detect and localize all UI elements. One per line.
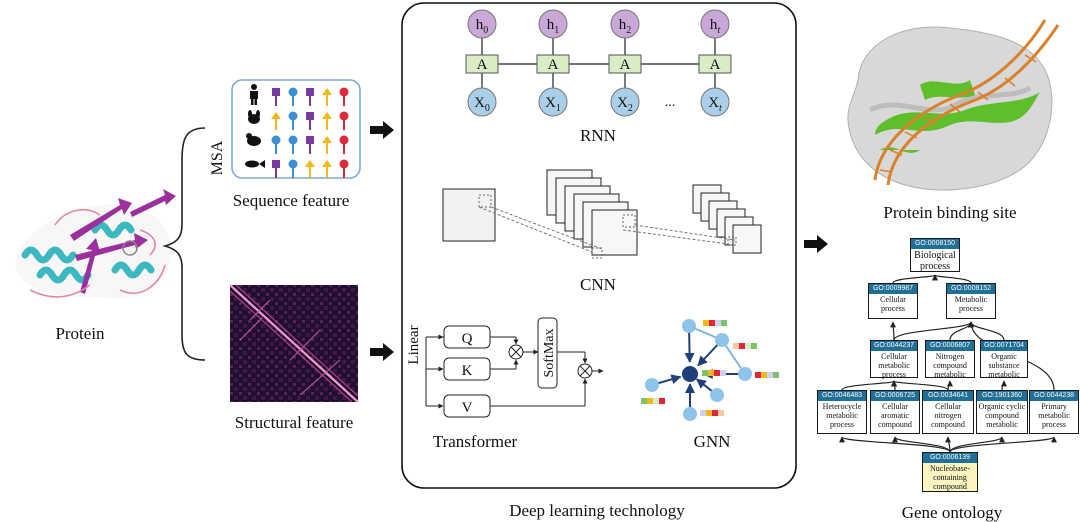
rnn-cell <box>698 54 732 74</box>
gnn-center-node <box>682 366 698 382</box>
rnn-label: RNN <box>580 126 616 145</box>
gnn-node <box>645 378 659 392</box>
rnn-cell-label: A <box>620 57 631 73</box>
go-edge <box>949 436 1057 453</box>
gnn-node <box>715 333 729 347</box>
cnn-label: CNN <box>580 275 616 294</box>
transformer-diagram: Linear Q K V SoftMax <box>406 317 604 418</box>
rnn-cell <box>465 54 499 74</box>
transformer-label: Transformer <box>433 432 518 451</box>
deep-learning-frame <box>401 2 797 489</box>
gnn-node <box>710 388 724 402</box>
go-edge <box>841 380 897 391</box>
softmax-label: SoftMax <box>542 329 557 378</box>
gnn-node <box>683 407 697 421</box>
go-edge <box>968 321 1005 341</box>
go-edge <box>839 436 951 453</box>
cnn-diagram <box>442 169 762 259</box>
msa-residue-glyphs <box>271 87 349 178</box>
deep-learning-label: Deep learning technology <box>509 501 685 520</box>
rnn-hidden-label: ht <box>710 17 721 36</box>
gene-ontology-label: Gene ontology <box>902 503 1003 522</box>
query-label: Q <box>462 331 473 347</box>
gnn-node <box>682 319 696 333</box>
contact-map-image <box>229 284 359 403</box>
dl-to-output-arrow <box>804 235 828 253</box>
rnn-input-node <box>700 87 730 117</box>
rnn-cell <box>536 54 570 74</box>
rnn-hidden-node <box>538 9 568 39</box>
rnn-hidden-node <box>467 9 497 39</box>
linear-label: Linear <box>406 325 422 364</box>
rnn-hidden-label: h0 <box>476 17 489 36</box>
go-edge <box>891 380 898 391</box>
go-edge <box>890 321 897 341</box>
rnn-input-label: X0 <box>474 95 490 114</box>
go-edge <box>892 436 951 453</box>
sequence-feature-label: Sequence feature <box>233 191 350 210</box>
go-edge <box>892 274 938 284</box>
rnn-hidden-label: h2 <box>619 17 632 36</box>
rnn-cell-label: A <box>548 57 559 73</box>
structural-feature-label: Structural feature <box>235 413 353 432</box>
sequence-msa-panel <box>231 79 361 179</box>
key-label: K <box>462 363 473 379</box>
rnn-cell <box>608 54 642 74</box>
rnn-cell-label: A <box>710 57 721 73</box>
go-edge <box>1000 380 1007 391</box>
rnn-input-node <box>467 87 497 117</box>
structure-to-dl-arrow <box>370 343 394 361</box>
binding-site-image <box>847 19 1060 191</box>
sequence-to-dl-arrow <box>370 121 394 139</box>
rnn-input-node <box>610 87 640 117</box>
protein-label: Protein <box>55 324 105 343</box>
go-edge <box>968 321 1055 391</box>
value-label: V <box>462 400 473 416</box>
rnn-input-label: X2 <box>617 95 633 114</box>
rnn-hidden-label: h1 <box>547 17 560 36</box>
rnn-cell-label: A <box>477 57 488 73</box>
go-edge <box>945 436 952 453</box>
rnn-hidden-node <box>700 9 730 39</box>
split-brace <box>161 127 206 361</box>
gnn-diagram <box>641 319 779 421</box>
protein-structure-image <box>15 189 176 299</box>
rnn-input-label: Xt <box>708 95 722 114</box>
rnn-diagram: h0A X0 h1A X1 h2A X2 htA Xt <box>465 9 732 117</box>
go-edge <box>946 380 953 391</box>
rnn-input-node <box>538 87 568 117</box>
go-edge <box>932 274 972 284</box>
gnn-label: GNN <box>694 432 731 451</box>
msa-label: MSA <box>209 140 226 175</box>
binding-site-label: Protein binding site <box>883 203 1016 222</box>
rnn-ellipsis: ... <box>665 95 676 110</box>
gnn-node <box>738 367 752 381</box>
softmax-box <box>537 317 558 389</box>
go-edge <box>891 380 949 391</box>
rnn-input-label: X1 <box>545 95 561 114</box>
rnn-hidden-node <box>610 9 640 39</box>
go-edges <box>839 274 1057 453</box>
